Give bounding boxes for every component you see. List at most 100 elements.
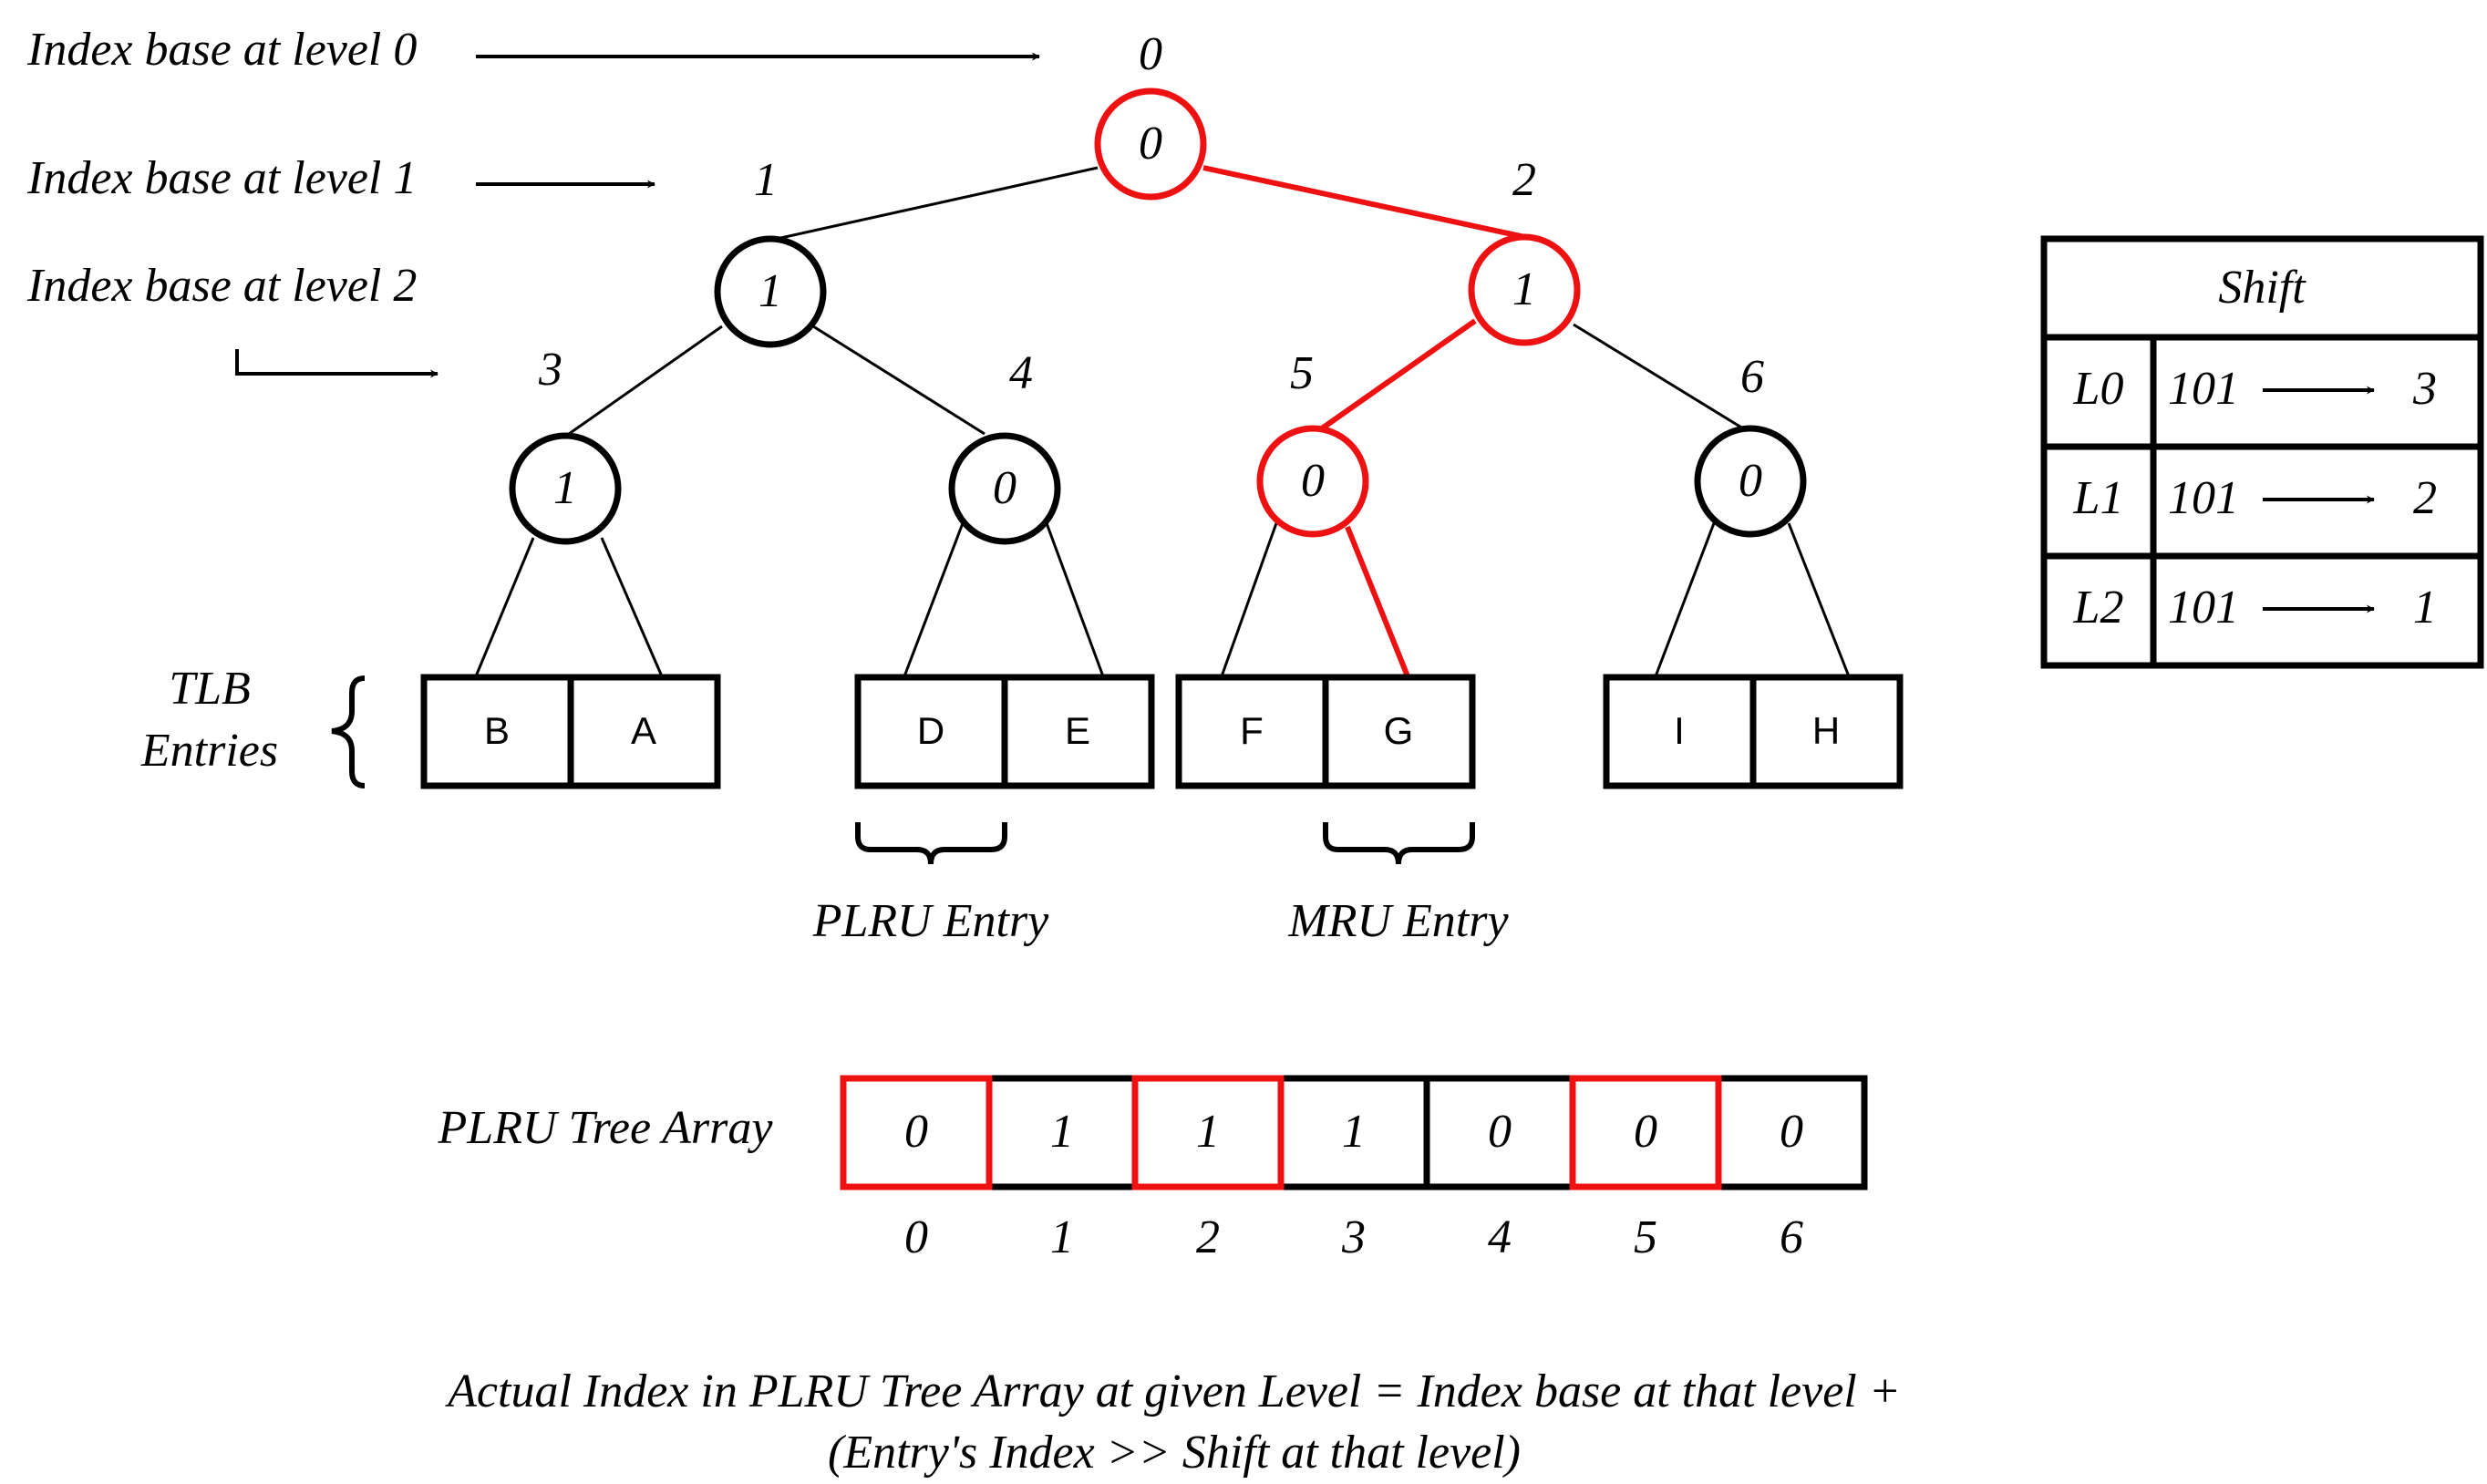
tree-nodes: 0 0 1 1 2 1 3 1 4 0 5 0 6 [509, 28, 1807, 545]
array-index: 2 [1196, 1211, 1220, 1263]
tlb-entry-cell [1175, 674, 1329, 789]
plru-entry-brace [855, 822, 1007, 865]
node-1: 1 1 [714, 154, 827, 348]
level-labels: Index base at level 0 Index base at leve… [26, 24, 1040, 378]
tlb-entry-label: E [1065, 709, 1090, 752]
array-value: 0 [1634, 1106, 1657, 1158]
edge-6-H [1787, 522, 1851, 677]
shift-row-level: L1 [2073, 472, 2124, 524]
tlb-entry-label: A [631, 709, 656, 752]
node-3: 3 1 [509, 344, 622, 545]
node-3-circle [509, 432, 622, 545]
shift-row-bits: 101 [2168, 363, 2239, 415]
node-0-circle [1094, 88, 1207, 201]
array-index: 4 [1488, 1211, 1512, 1263]
tlb-pair-3: F G [1175, 674, 1476, 789]
node-0-value: 0 [1139, 118, 1162, 170]
edge-4-D [903, 522, 965, 677]
tlb-entry-cell [1603, 674, 1757, 789]
array-cell-3 [1277, 1075, 1430, 1190]
tree-edges [474, 165, 1851, 678]
tlb-entry-label: G [1384, 709, 1414, 752]
plru-entry-label: PLRU Entry [812, 895, 1049, 947]
shift-row-result: 1 [2413, 582, 2437, 634]
node-1-value: 1 [758, 265, 782, 317]
array-values: 0 1 1 1 0 0 0 [904, 1106, 1803, 1158]
node-5: 5 0 [1256, 347, 1369, 538]
node-6-value: 0 [1739, 455, 1762, 507]
shift-table-header: Shift [2218, 262, 2306, 314]
level-1-label: Index base at level 1 [26, 152, 417, 204]
node-3-value: 1 [553, 462, 577, 514]
array-index: 6 [1780, 1211, 1803, 1263]
array-value: 1 [1342, 1106, 1366, 1158]
entry-annotations: PLRU Entry MRU Entry [812, 822, 1509, 947]
array-index: 0 [904, 1211, 928, 1263]
edge-1-4 [812, 325, 986, 436]
node-2-circle [1468, 233, 1581, 346]
node-0: 0 0 [1094, 28, 1207, 201]
node-4-value: 0 [993, 462, 1016, 514]
tlb-entry-cell [567, 674, 721, 789]
tlb-pair-4: I H [1603, 674, 1904, 789]
node-5-value: 0 [1301, 455, 1325, 507]
edge-5-F [1220, 522, 1278, 677]
array-value: 1 [1196, 1106, 1220, 1158]
tlb-entry-label: I [1674, 709, 1685, 752]
level-0-label: Index base at level 0 [26, 24, 417, 76]
formula-line-2: (Entry's Index >> Shift at that level) [828, 1427, 1521, 1479]
formula-line-1: Actual Index in PLRU Tree Array at given… [445, 1365, 1901, 1417]
shift-table: Shift L0 101 3 L1 101 2 L2 101 1 [2040, 235, 2484, 669]
array-cell-0-highlight [840, 1075, 993, 1190]
array-indices: 0 1 2 3 4 5 6 [904, 1211, 1803, 1263]
tlb-label-line2: Entries [140, 725, 278, 777]
tlb-entry-label: B [484, 709, 510, 752]
array-label: PLRU Tree Array [438, 1102, 774, 1154]
node-0-index-label: 0 [1139, 28, 1162, 80]
tlb-entry-label: H [1812, 709, 1840, 752]
array-cell-4 [1423, 1075, 1576, 1190]
array-cell-2-highlight [1131, 1075, 1285, 1190]
edge-6-I [1654, 522, 1716, 677]
tlb-pair-1: B A [420, 674, 721, 789]
plru-tree-array: PLRU Tree Array 0 1 1 1 0 0 0 0 1 2 [438, 1075, 1868, 1263]
edge-5-G [1345, 525, 1410, 678]
shift-row-result: 3 [2412, 363, 2437, 415]
edge-4-E [1045, 522, 1105, 677]
shift-table-border [2040, 235, 2484, 669]
array-cells [840, 1075, 1868, 1190]
array-index: 3 [1341, 1211, 1366, 1263]
node-6-circle [1694, 425, 1807, 538]
node-1-circle [714, 235, 827, 348]
node-6: 6 0 [1694, 351, 1807, 538]
node-4: 4 0 [948, 347, 1061, 545]
tlb-entry-label: F [1240, 709, 1264, 752]
node-2-value: 1 [1512, 263, 1536, 315]
shift-row-l2: L2 101 1 [2073, 582, 2437, 634]
tlb-entry-label: D [917, 709, 944, 752]
tlb-left-brace [331, 675, 366, 788]
array-value: 0 [904, 1106, 928, 1158]
array-index: 5 [1634, 1211, 1657, 1263]
shift-row-level: L0 [2073, 363, 2124, 415]
shift-row-bits: 101 [2168, 472, 2239, 524]
tlb-entry-cell [420, 674, 574, 789]
edge-2-6 [1573, 323, 1744, 430]
edge-3-B [474, 537, 535, 677]
tlb-entry-cell [1001, 674, 1155, 789]
edge-3-A [600, 537, 664, 677]
array-value: 0 [1780, 1106, 1803, 1158]
node-2-index-label: 2 [1512, 154, 1536, 206]
shift-row-result: 2 [2413, 472, 2437, 524]
array-value: 0 [1488, 1106, 1512, 1158]
tlb-pair-2: D E [854, 674, 1155, 789]
tlb-entry-cell [1322, 674, 1476, 789]
shift-row-bits: 101 [2168, 582, 2239, 634]
formula: Actual Index in PLRU Tree Array at given… [445, 1365, 1901, 1479]
node-6-index-label: 6 [1740, 351, 1764, 403]
node-4-index-label: 4 [1009, 347, 1033, 399]
edge-1-3 [568, 325, 723, 436]
node-3-index-label: 3 [538, 344, 562, 396]
node-2: 2 1 [1468, 154, 1581, 346]
array-cell-6 [1715, 1075, 1868, 1190]
